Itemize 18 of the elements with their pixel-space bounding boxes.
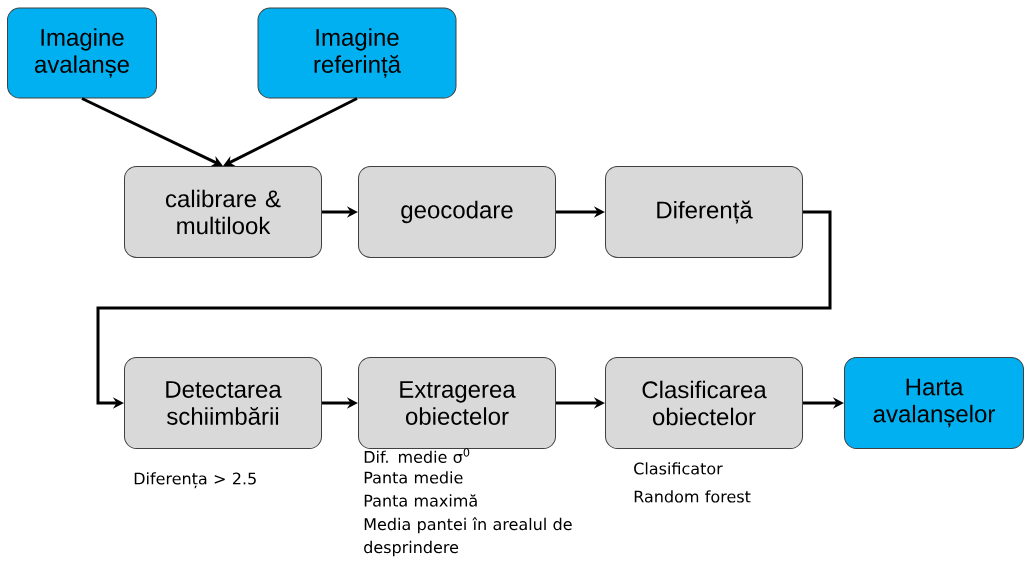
process-box: Diferență bbox=[605, 166, 803, 258]
note-text: Clasificator bbox=[634, 462, 723, 475]
process-box: geocodare bbox=[358, 166, 556, 258]
process-box: Clasificarea obiectelor bbox=[605, 357, 803, 449]
process-box: Imagine avalanșe bbox=[7, 7, 157, 99]
note-text: Dif. medie σ$^{0}$ bbox=[364, 448, 470, 463]
note-text: Panta maximă bbox=[364, 494, 477, 507]
arrow bbox=[81, 97, 223, 167]
note-text: Panta medie bbox=[364, 471, 463, 484]
process-box: Detectarea schiimbării bbox=[124, 357, 322, 449]
process-box: Harta avalanșelor bbox=[844, 357, 1024, 449]
note-text: Diferența > 2.5 bbox=[134, 472, 256, 489]
note-text: Random forest bbox=[634, 490, 751, 503]
note-text: Media pantei în arealul de desprindere bbox=[364, 517, 572, 557]
arrow bbox=[223, 97, 358, 166]
process-box: calibrare & multilook bbox=[124, 166, 322, 258]
process-box: Imagine referință bbox=[257, 7, 457, 99]
process-box: Extragerea obiectelor bbox=[358, 357, 556, 449]
